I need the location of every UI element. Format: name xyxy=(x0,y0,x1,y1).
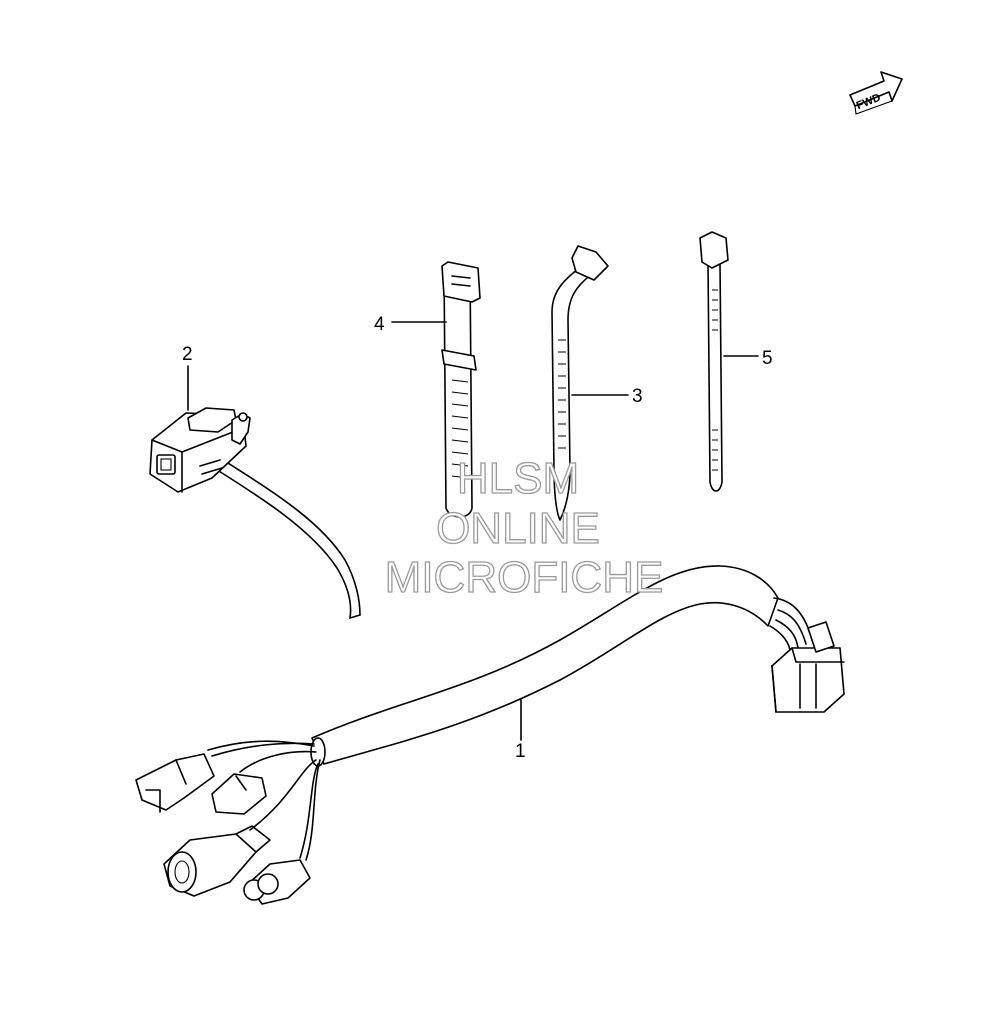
callout-4: 4 xyxy=(374,314,385,335)
watermark: HLSM ONLINE MICROFICHE xyxy=(384,453,664,602)
callout-5: 5 xyxy=(762,348,773,369)
watermark-line-3: MICROFICHE xyxy=(385,553,664,602)
watermark-line-1: HLSM xyxy=(457,454,579,503)
clamp-tie-part-4 xyxy=(441,261,481,518)
watermark-line-2: ONLINE xyxy=(436,504,600,553)
callout-1: 1 xyxy=(515,741,526,762)
switch-part-2 xyxy=(149,407,361,619)
callout-2: 2 xyxy=(182,344,193,365)
wiring-harness-part-1 xyxy=(135,565,845,905)
straight-tie-part-5 xyxy=(699,231,729,492)
bent-tie-part-3 xyxy=(551,245,609,521)
fwd-arrow-icon: FWD xyxy=(849,71,903,115)
callout-3: 3 xyxy=(632,386,643,407)
leader-lines xyxy=(187,321,759,741)
